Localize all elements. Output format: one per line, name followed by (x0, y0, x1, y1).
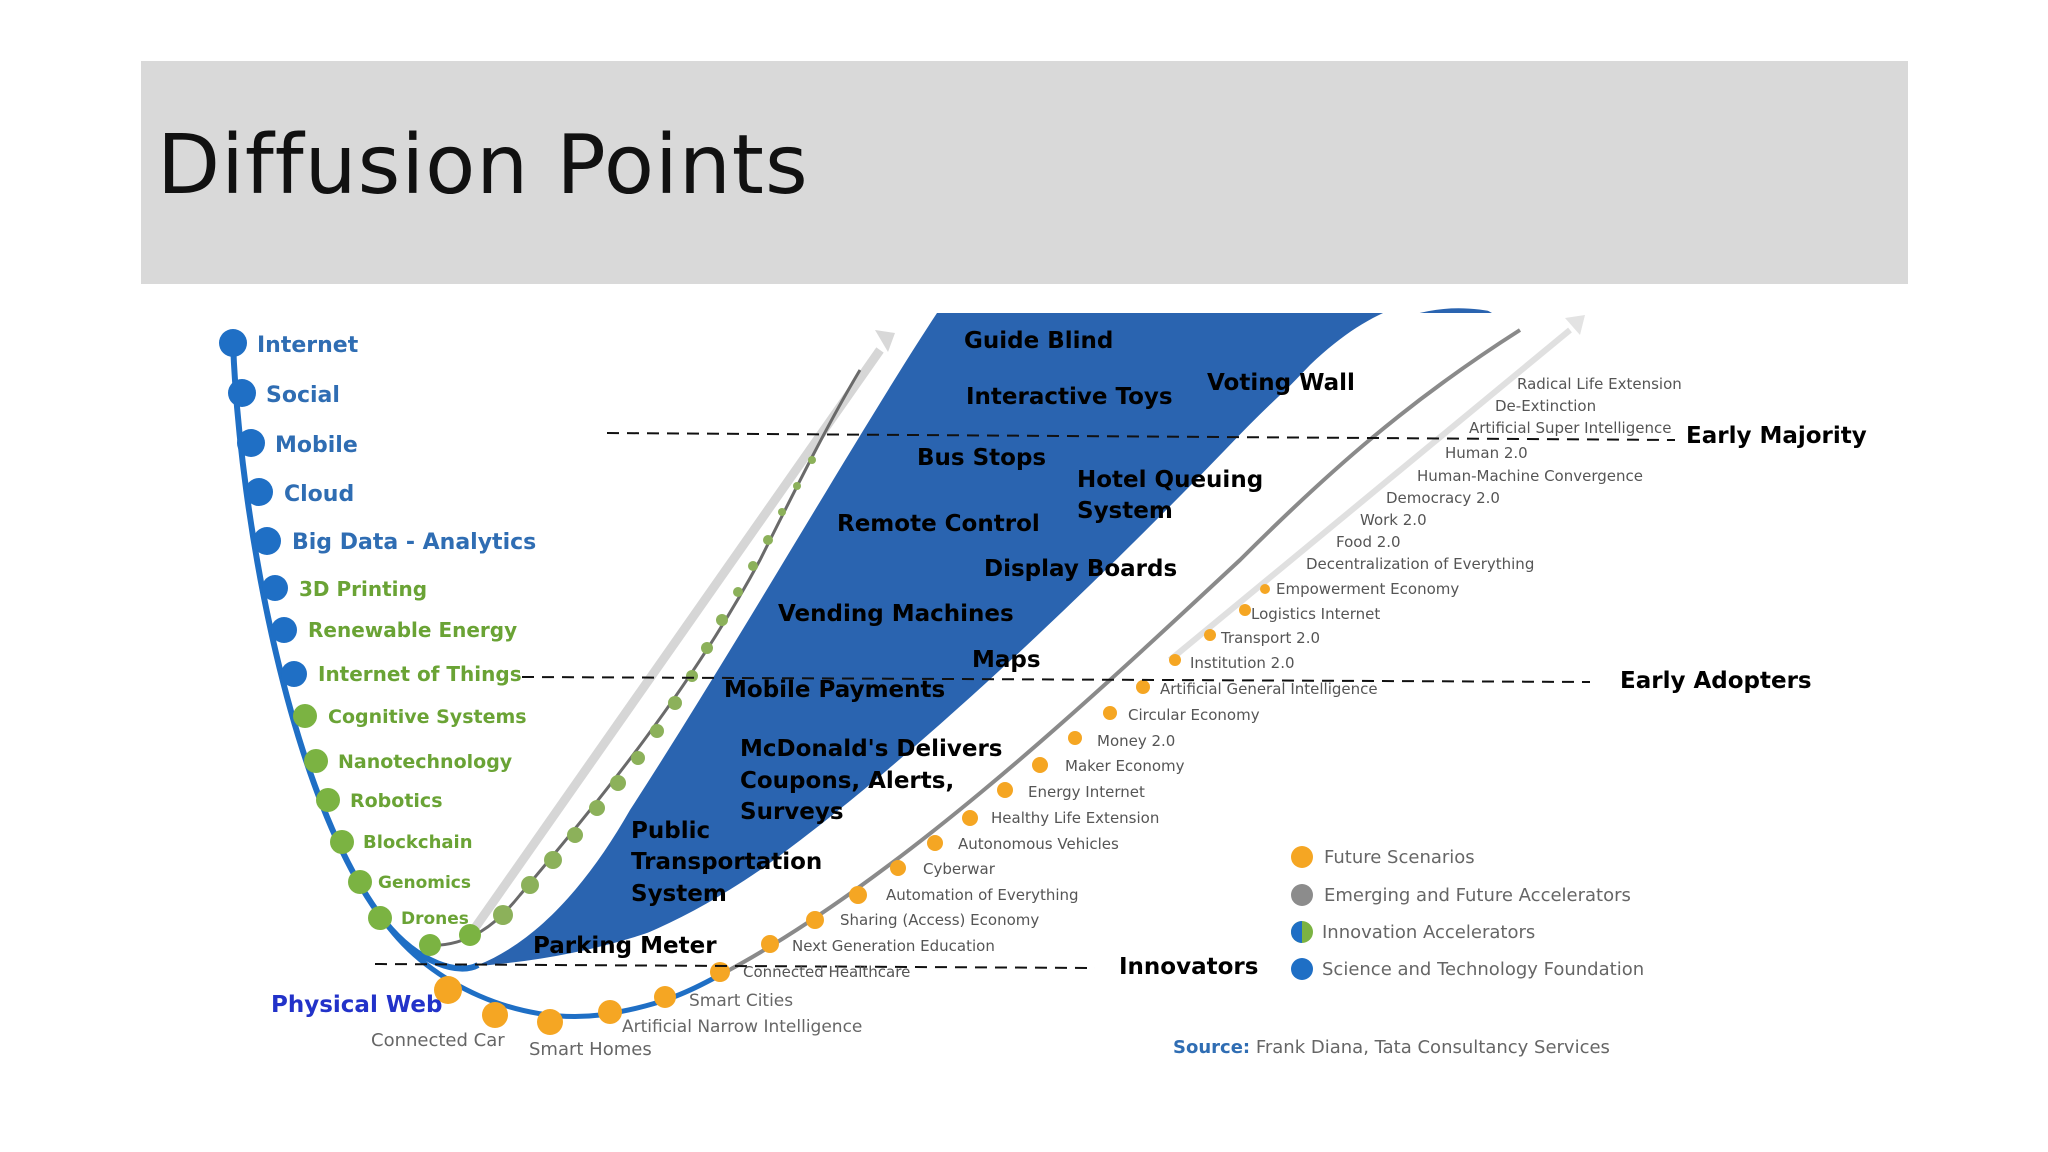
orange-dot-icon (1291, 846, 1313, 868)
future-term: Cyberwar (923, 860, 996, 878)
band-labels: Guide Blind Interactive Toys Voting Wall… (533, 328, 1355, 959)
future-term: Food 2.0 (1336, 533, 1401, 551)
term-3d-printing: 3D Printing (299, 577, 427, 601)
term-drones: Drones (401, 909, 469, 929)
future-term: Automation of Everything (886, 886, 1079, 904)
band-label: Voting Wall (1207, 370, 1355, 396)
future-term: Human-Machine Convergence (1417, 467, 1643, 485)
future-term: Human 2.0 (1445, 444, 1528, 462)
term-cognitive-systems: Cognitive Systems (328, 706, 527, 728)
term-smart-cities: Smart Cities (689, 991, 793, 1011)
term-cloud: Cloud (284, 482, 354, 507)
band-label: Mobile Payments (724, 677, 945, 703)
source-credit: Source: Frank Diana, Tata Consultancy Se… (1173, 1037, 1610, 1058)
band-label: Vending Machines (778, 601, 1014, 627)
term-genomics: Genomics (378, 873, 471, 893)
future-curve-right (719, 328, 1522, 977)
future-term-list: Connected Healthcare Next Generation Edu… (743, 375, 1682, 981)
legend-innovation-accelerators: Innovation Accelerators (1322, 922, 1535, 943)
future-term: Circular Economy (1128, 706, 1260, 724)
legend-future-scenarios: Future Scenarios (1324, 847, 1475, 868)
stage-innovators: Innovators (1119, 954, 1258, 980)
term-renewable-energy: Renewable Energy (308, 618, 517, 642)
band-label: Transportation (631, 849, 822, 875)
future-dots (434, 584, 1270, 1035)
future-term: Maker Economy (1065, 757, 1185, 775)
future-term: Sharing (Access) Economy (840, 911, 1039, 929)
term-social: Social (266, 383, 340, 408)
early-adopters-line (521, 676, 1591, 683)
term-robotics: Robotics (350, 790, 443, 812)
future-term: Artificial General Intelligence (1160, 680, 1378, 698)
future-term: Transport 2.0 (1220, 629, 1320, 647)
band-label: Public (631, 818, 710, 844)
band-label: Maps (972, 647, 1041, 673)
future-term: Next Generation Education (792, 937, 995, 955)
grey-arrow-shaft-left (466, 347, 884, 938)
band-label: Guide Blind (964, 328, 1113, 354)
band-label: Hotel Queuing (1077, 467, 1263, 493)
future-term: Decentralization of Everything (1306, 555, 1534, 573)
grey-arrowhead-left-icon (875, 330, 895, 352)
innovators-line (374, 963, 1096, 969)
term-mobile: Mobile (275, 433, 358, 458)
band-label: Remote Control (837, 511, 1040, 537)
term-internet: Internet (257, 333, 359, 358)
band-label: McDonald's Delivers (740, 736, 1002, 762)
innovation-dots (293, 704, 481, 956)
future-term: De-Extinction (1495, 397, 1596, 415)
foundation-dots (219, 329, 307, 687)
bottom-term-labels: Physical Web Connected Car Smart Homes S… (271, 991, 862, 1060)
stage-early-majority: Early Majority (1686, 423, 1867, 449)
future-curve-bottom (382, 920, 722, 1019)
future-term: Energy Internet (1028, 783, 1145, 801)
title-bar (141, 61, 1908, 284)
band-label: Bus Stops (917, 445, 1046, 471)
term-connected-car: Connected Car (371, 1030, 505, 1051)
band-label: Display Boards (984, 556, 1177, 582)
term-nanotechnology: Nanotechnology (338, 751, 513, 773)
future-term: Democracy 2.0 (1386, 489, 1500, 507)
future-term: Institution 2.0 (1190, 654, 1295, 672)
early-majority-line (606, 432, 1676, 441)
legend-science-foundation: Science and Technology Foundation (1322, 959, 1644, 980)
stage-labels: Early Majority Early Adopters Innovators (1119, 423, 1867, 980)
term-smart-homes: Smart Homes (529, 1039, 652, 1060)
band-label: Parking Meter (533, 933, 717, 959)
future-term: Connected Healthcare (743, 963, 910, 981)
term-ani: Artificial Narrow Intelligence (622, 1017, 862, 1037)
term-iot: Internet of Things (318, 662, 522, 686)
band-label: System (1077, 498, 1173, 524)
stage-early-adopters: Early Adopters (1620, 668, 1812, 694)
band-label: System (631, 881, 727, 907)
future-term: Radical Life Extension (1517, 375, 1682, 393)
future-term: Work 2.0 (1360, 511, 1427, 529)
blue-green-dot-half (1291, 921, 1302, 943)
slide-title: Diffusion Points (157, 118, 809, 213)
grey-arrow-shaft-right (1168, 327, 1572, 663)
legend: Future Scenarios Emerging and Future Acc… (1291, 846, 1644, 980)
grey-dot-icon (1291, 884, 1313, 906)
grey-arrowhead-right-icon (1565, 315, 1585, 335)
band-label: Surveys (740, 799, 844, 825)
source-prefix: Source: (1173, 1037, 1250, 1058)
future-term: Logistics Internet (1251, 605, 1380, 623)
future-term: Artificial Super Intelligence (1469, 419, 1671, 437)
innovation-term-list: Internet Social Mobile Cloud Big Data - … (257, 333, 536, 929)
term-big-data: Big Data - Analytics (292, 530, 536, 555)
legend-emerging-accelerators: Emerging and Future Accelerators (1324, 885, 1631, 906)
future-term: Autonomous Vehicles (958, 835, 1119, 853)
term-blockchain: Blockchain (363, 832, 473, 853)
future-term: Healthy Life Extension (991, 809, 1159, 827)
term-physical-web: Physical Web (271, 992, 442, 1018)
future-term: Money 2.0 (1097, 732, 1175, 750)
band-label: Interactive Toys (966, 384, 1173, 410)
emerging-dots (493, 456, 816, 925)
future-term: Empowerment Economy (1276, 580, 1459, 598)
band-label: Coupons, Alerts, (740, 768, 954, 794)
blue-dot-icon (1291, 958, 1313, 980)
source-text: Frank Diana, Tata Consultancy Services (1250, 1037, 1610, 1058)
blue-diffusion-band (478, 300, 1492, 966)
